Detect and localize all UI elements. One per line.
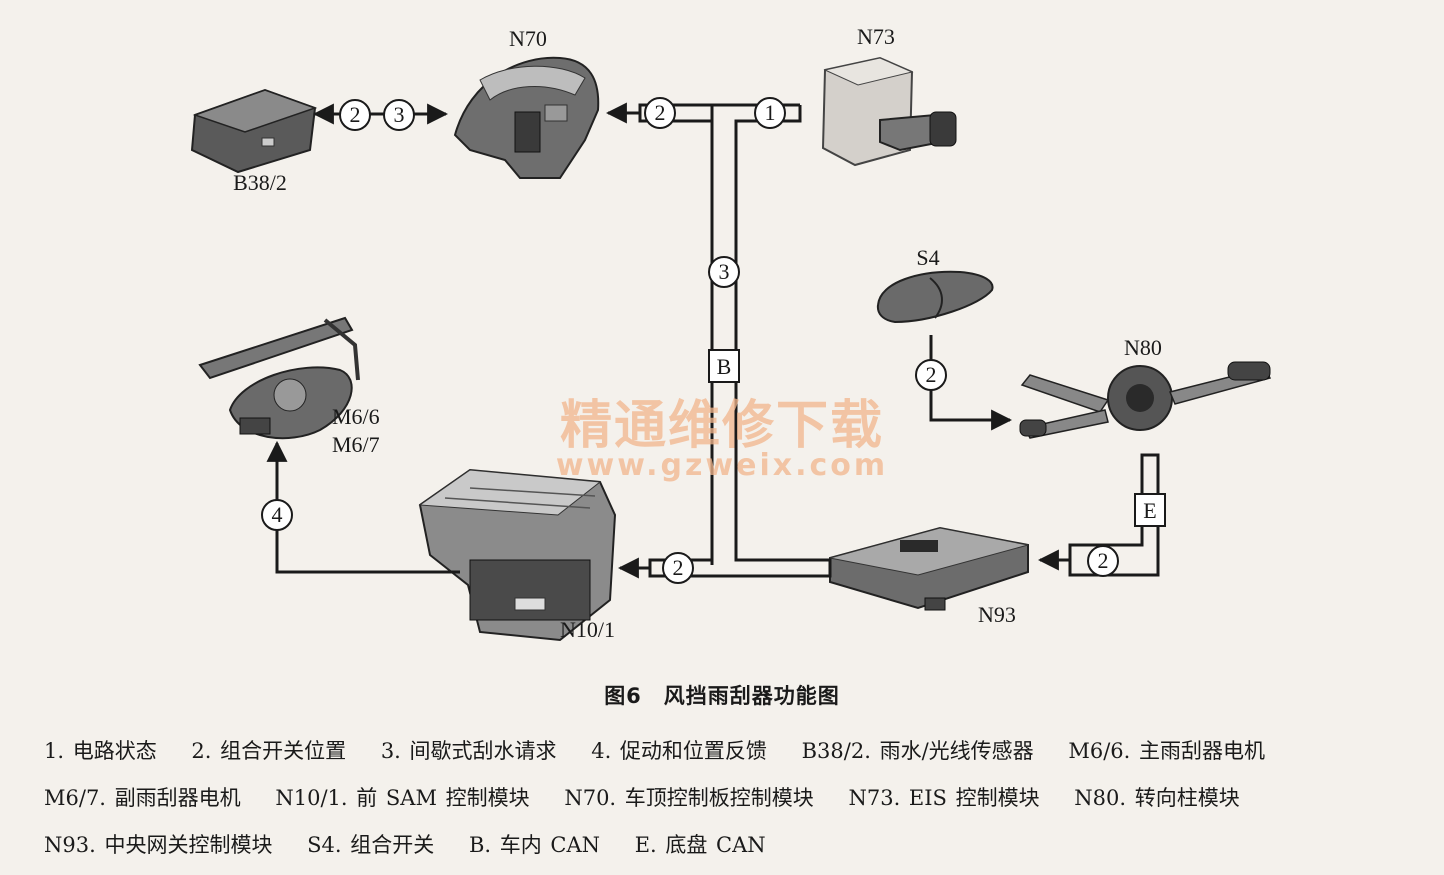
- legend-item: 4. 促动和位置反馈: [591, 739, 767, 763]
- legend-item: B38/2. 雨水/光线传感器: [801, 739, 1034, 763]
- legend-item: N93. 中央网关控制模块: [44, 833, 273, 857]
- legend: 1. 电路状态 2. 组合开关位置 3. 间歇式刮水请求 4. 促动和位置反馈 …: [44, 728, 1434, 869]
- watermark-url: www.gzweix.com: [556, 448, 888, 483]
- legend-item: S4. 组合开关: [307, 833, 435, 857]
- central-gateway-image: [829, 526, 1029, 611]
- watermark-title: 精通维修下载: [560, 396, 884, 456]
- label-m6-7: M6/7: [332, 432, 380, 457]
- label-n73: N73: [857, 24, 895, 49]
- bus-badge-chassis-can: E: [1134, 493, 1166, 527]
- signal-badge: 2: [339, 99, 371, 131]
- legend-item: N70. 车顶控制板控制模块: [564, 786, 814, 810]
- rain-light-sensor-image: [190, 88, 318, 174]
- label-s4: S4: [916, 245, 939, 270]
- svg-text:1: 1: [765, 100, 776, 125]
- svg-text:E: E: [1143, 498, 1156, 523]
- legend-item: N10/1. 前 SAM 控制模块: [275, 786, 530, 810]
- bus-badge-interior-can: B: [708, 349, 740, 383]
- signal-badge: 2: [915, 359, 947, 391]
- svg-text:3: 3: [719, 259, 730, 284]
- label-n80: N80: [1124, 335, 1162, 360]
- legend-item: 2. 组合开关位置: [191, 739, 347, 763]
- legend-item: N80. 转向柱模块: [1074, 786, 1240, 810]
- legend-item: B. 车内 CAN: [468, 833, 601, 857]
- label-m6-6: M6/6: [332, 404, 380, 429]
- legend-item: M6/7. 副雨刮器电机: [44, 786, 241, 810]
- signal-badge: 2: [662, 552, 694, 584]
- svg-text:4: 4: [272, 502, 283, 527]
- signal-badge: 3: [708, 256, 740, 288]
- connections: [266, 102, 1160, 579]
- svg-text:2: 2: [350, 102, 361, 127]
- legend-item: 1. 电路状态: [44, 739, 157, 763]
- svg-text:2: 2: [655, 100, 666, 125]
- svg-text:3: 3: [394, 102, 405, 127]
- overhead-control-panel-image: [453, 56, 600, 179]
- label-n93: N93: [978, 602, 1016, 627]
- wiper-motor-image: [198, 316, 360, 440]
- signal-badge: 3: [383, 99, 415, 131]
- svg-text:2: 2: [673, 555, 684, 580]
- svg-text:2: 2: [1098, 548, 1109, 573]
- eis-module-image: [821, 56, 957, 167]
- legend-item: N73. EIS 控制模块: [848, 786, 1040, 810]
- wiper-function-diagram: 2 3 2 1 3 B 2 2 E 2 4 N70 N73 B38/2: [190, 24, 1272, 642]
- legend-item: E. 底盘 CAN: [634, 833, 766, 857]
- combination-switch-image: [876, 270, 994, 324]
- svg-text:B: B: [717, 354, 732, 379]
- legend-item: 3. 间歇式刮水请求: [380, 739, 557, 763]
- signal-badge: 2: [1087, 545, 1119, 577]
- label-n10-1: N10/1: [560, 617, 615, 642]
- signal-badge: 4: [261, 499, 293, 531]
- svg-text:2: 2: [926, 362, 937, 387]
- steering-column-module-image: [1019, 361, 1272, 439]
- signal-badge: 2: [644, 97, 676, 129]
- front-sam-module-image: [418, 468, 617, 642]
- signal-badge: 1: [754, 97, 786, 129]
- label-n70: N70: [509, 26, 547, 51]
- figure-caption: 图6 风挡雨刮器功能图: [604, 684, 840, 708]
- label-b38-2: B38/2: [233, 170, 287, 195]
- legend-item: M6/6. 主雨刮器电机: [1068, 739, 1265, 763]
